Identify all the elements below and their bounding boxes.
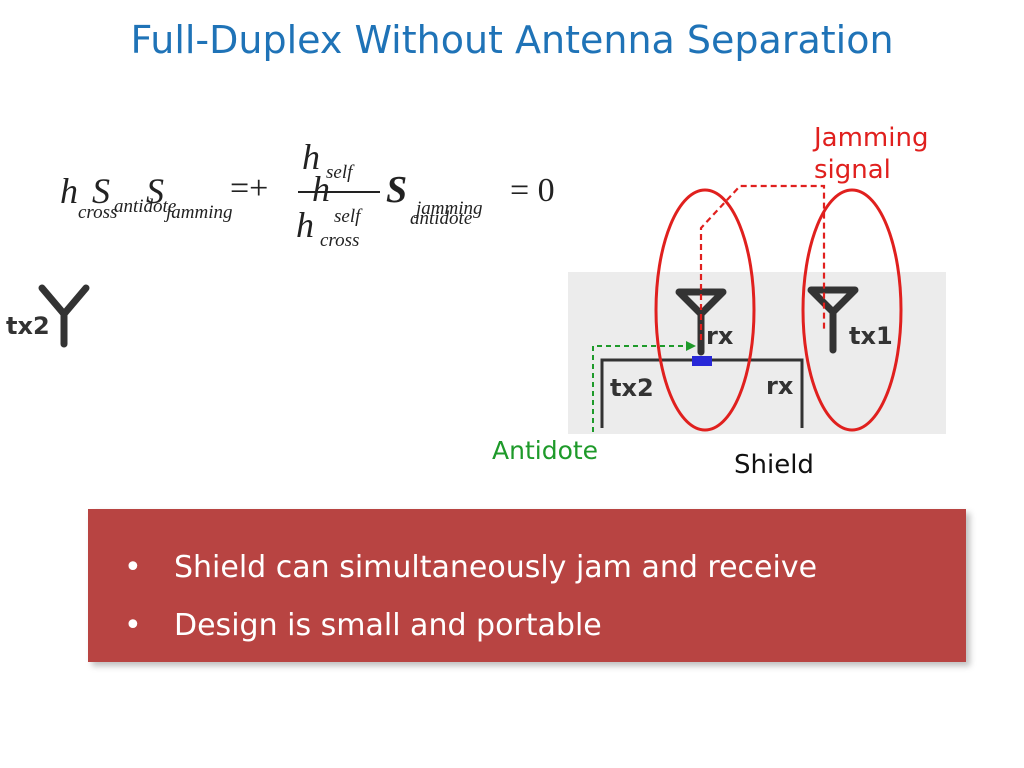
eq-num-h: h [302, 137, 320, 177]
eq-h: h [60, 171, 78, 211]
eq-s3-sub-bottom: antidote [410, 208, 473, 229]
antidote-label: Antidote [492, 436, 599, 465]
tx1-label: tx1 [849, 322, 893, 350]
antidote-path [592, 345, 690, 432]
tx2-label: tx2 [610, 374, 654, 402]
tx2-antenna-icon [38, 284, 90, 348]
rx-ellipse [654, 188, 756, 432]
eq-s1-sub: antidote [114, 196, 177, 217]
summary-callout: Shield can simultaneously jam and receiv… [88, 509, 966, 662]
jamming-label-line2: signal [814, 155, 891, 185]
bullet-item: Shield can simultaneously jam and receiv… [124, 539, 966, 597]
rx-marker [692, 356, 712, 366]
eq-s1: S [92, 171, 110, 211]
left-tx2-label: tx2 [6, 312, 50, 340]
tx1-ellipse [801, 188, 903, 432]
slide-title: Full-Duplex Without Antenna Separation [130, 18, 894, 62]
eq-den-h: h [296, 205, 314, 245]
rx-inner-label: rx [766, 372, 794, 400]
eq-rhs: = 0 [510, 172, 555, 209]
bullet-item: Design is small and portable [124, 597, 966, 655]
rx-antenna-icon [675, 288, 727, 356]
rx-label: rx [706, 322, 734, 350]
fraction-bar [298, 191, 380, 193]
tx1-antenna-icon [807, 286, 859, 354]
eq-h-sub: cross [78, 202, 118, 223]
eq-s2: S [146, 171, 164, 211]
jamming-label-line1: Jamming [814, 123, 929, 153]
jamming-label: Jamming signal [814, 122, 928, 186]
eq-s2-sub: jamming [166, 202, 233, 223]
shield-label: Shield [734, 450, 814, 480]
eq-s3-sub-top: jamming [416, 198, 483, 219]
eq-den-sub: cross [320, 230, 360, 251]
eq-equals-plus: =+ [230, 170, 269, 207]
antidote-arrowhead [686, 341, 696, 351]
eq-s3: S [386, 169, 408, 211]
jamming-signal-path [699, 184, 826, 340]
eq-num-sub: self [326, 162, 353, 183]
eq-mid-h: h [312, 169, 330, 209]
bullet-list: Shield can simultaneously jam and receiv… [88, 509, 966, 655]
eq-mid-sub: self [334, 206, 361, 227]
device-background [568, 272, 946, 434]
